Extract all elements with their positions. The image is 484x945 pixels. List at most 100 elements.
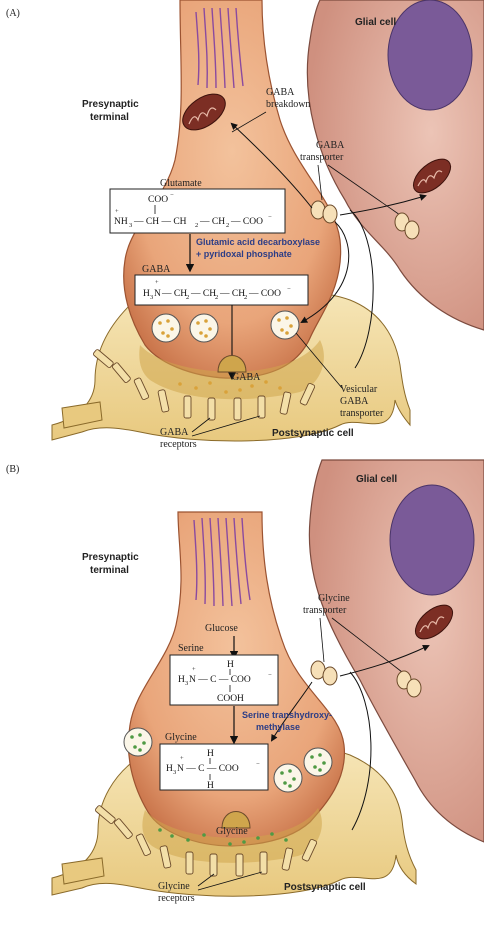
vesicle-a-2 (189, 313, 219, 343)
presynaptic-label-b-2: terminal (90, 565, 129, 576)
glycine-transporter-glia (396, 670, 422, 698)
receptors-leader-a-2 (191, 415, 261, 437)
gaba-transporter-leader-1 (317, 164, 323, 201)
gaba-breakdown-label-1: GABA (266, 87, 295, 98)
serine-title: Serine (178, 643, 204, 654)
glucose-label: Glucose (205, 623, 238, 634)
cleft-label-b: Glycine (216, 826, 248, 837)
serine-h-top: H (227, 660, 234, 670)
vesicle-b-3 (273, 763, 303, 793)
presynaptic-label-a-2: terminal (90, 112, 129, 123)
serine-h: H (178, 675, 185, 685)
glycine-transporter-leader-1 (319, 617, 325, 663)
glycine-transporter-terminal (310, 660, 338, 686)
glutamate-title: Glutamate (160, 178, 202, 189)
fusing-vesicle-b (221, 811, 251, 829)
glutamate-nh: NH (114, 217, 128, 227)
glial-nucleus-a (387, 0, 473, 111)
glycine-h-top: H (207, 749, 214, 759)
presynaptic-label-a-1: Presynaptic (82, 99, 139, 110)
glycine-receptors (95, 805, 318, 877)
enzyme-label-b-2: methylase (256, 722, 300, 732)
glutamate-right: — CH (199, 217, 225, 227)
receptors-leader-a-1 (191, 417, 211, 433)
receptors-leader-b-1 (197, 873, 215, 887)
glutamate-tail: — COO (230, 217, 263, 227)
gaba-plus: + (155, 279, 159, 286)
gaba-transporter-label-1: GABA (316, 140, 345, 151)
cleft-label-a: GABA (232, 372, 261, 383)
glutamate-coo-top: COO (148, 195, 168, 205)
gaba-chain-2: — CH (190, 289, 216, 299)
membrane-line-a (349, 209, 374, 369)
glycine-transporter-label-1: Glycine (318, 593, 350, 604)
receptors-leader-b-2 (197, 871, 263, 891)
serine-box (169, 654, 279, 706)
panel-b-label: (B) (6, 464, 19, 475)
synaptic-cleft-b (142, 808, 322, 863)
serine-bottom: COOH (217, 694, 244, 704)
gaba-sub3: 2 (244, 294, 247, 301)
glutamate-tail-charge: − (268, 214, 272, 221)
gaba-box-title: GABA (142, 264, 171, 275)
glia-uptake-arrow-b (339, 644, 430, 677)
gaba-transporter-glia (394, 212, 420, 240)
cleft-gaba-molecules (178, 380, 282, 394)
glutamate-box (109, 188, 286, 234)
glycine-box (159, 743, 269, 791)
postsynaptic-process-a (61, 401, 103, 429)
gaba-tail-charge: − (287, 286, 291, 293)
gaba-chain-3: — CH (219, 289, 245, 299)
cytoskeleton-b (193, 517, 251, 607)
enzyme-label-a-2: + pyridoxal phosphate (196, 249, 292, 259)
mitochondrion-glia-a (412, 158, 452, 194)
serine-charge: − (268, 672, 272, 679)
glycine-charge: − (256, 761, 260, 768)
glia-uptake-arrow-a (339, 194, 427, 216)
glycine-transporter-label-2: transporter (303, 605, 347, 616)
glutamate-middle: — CH — CH (133, 217, 187, 227)
serine-main: N — C — COO (189, 675, 251, 685)
gaba-sub2: 2 (215, 294, 218, 301)
vesicular-label-2: GABA (340, 396, 369, 407)
vesicular-label-3: transporter (340, 408, 384, 419)
glutamate-plus: + (115, 208, 119, 215)
glycine-transporter-leader-2 (331, 617, 403, 673)
panel-a: (A) Glial cell (6, 0, 484, 450)
vesicle-b-2 (303, 747, 333, 777)
gaba-tail: — COO (248, 289, 281, 299)
gaba-sub1: 2 (186, 294, 189, 301)
glycine-main: N — C — COO (177, 764, 239, 774)
panel-b: (B) Glial cell Presynaptic terminal Glyc… (6, 459, 484, 904)
glutamate-sub1: 2 (195, 222, 198, 229)
glutamate-sub2: 2 (226, 222, 229, 229)
membrane-line-b (349, 671, 372, 831)
serine-h-sub: 3 (185, 680, 188, 687)
gaba-chain-1: — CH (161, 289, 187, 299)
cytoskeleton-a (195, 7, 244, 89)
enzyme-label-a-1: Glutamic acid decarboxylase (196, 237, 320, 247)
gaba-receptors-label-1: GABA (160, 427, 189, 438)
glycine-receptors-label-1: Glycine (158, 881, 190, 892)
reuptake-arrow-a (300, 221, 350, 323)
serine-plus: + (192, 666, 196, 673)
vesicular-label-1: Vesicular (340, 384, 378, 395)
gaba-breakdown-label-2: breakdown (266, 99, 310, 110)
gaba-transporter-leader-2 (327, 164, 401, 216)
gaba-h: H (143, 289, 150, 299)
vesicle-a-3 (270, 310, 300, 340)
gaba-transporter-terminal (310, 200, 338, 224)
postsynaptic-label-a: Postsynaptic cell (272, 428, 354, 439)
gaba-receptors-label-2: receptors (160, 439, 197, 450)
glycine-h-sub: 3 (173, 769, 176, 776)
glial-cell-label-b: Glial cell (356, 474, 397, 485)
cleft-glycine-molecules (158, 828, 288, 846)
panel-a-label: (A) (6, 8, 20, 19)
vesicle-a-1 (151, 313, 181, 343)
postsynaptic-process-b (61, 857, 105, 885)
glycine-plus: + (180, 755, 184, 762)
gaba-transporter-label-2: transporter (300, 152, 344, 163)
glutamate-nh-sub: 3 (129, 222, 132, 229)
glycine-title: Glycine (165, 732, 197, 743)
